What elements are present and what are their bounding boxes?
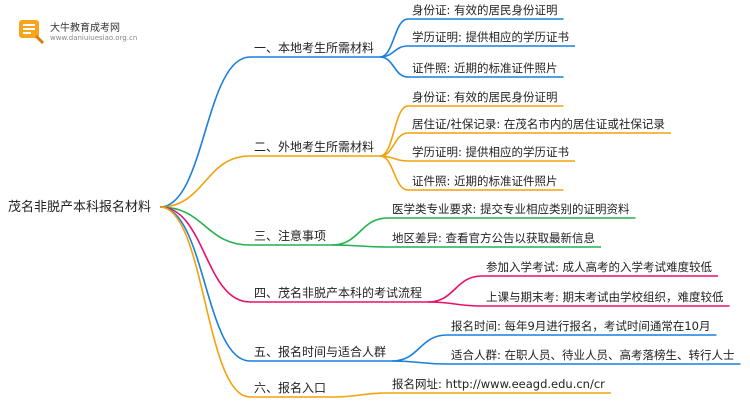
- leaf-connector: [332, 392, 389, 398]
- branch-connector: [159, 155, 251, 208]
- leaf-label: 上课与期末考: 期末考试由学校组织，难度较低: [486, 290, 724, 304]
- leaf-label: 地区差异: 查看官方公告以获取最新信息: [392, 231, 595, 245]
- leaf-connector: [332, 244, 389, 248]
- leaf-label: 身份证: 有效的居民身份证明: [412, 3, 558, 17]
- book-icon: [19, 20, 45, 45]
- leaf-connector: [428, 275, 483, 303]
- leaf-label: 身份证: 有效的居民身份证明: [412, 90, 558, 104]
- brand-logo: 大牛教育成考网 www.daniuiuesiao.org.cn: [16, 16, 206, 46]
- branch-connector: [159, 206, 251, 362]
- leaf-label: 参加入学考试: 成人高考的入学考试难度较低: [486, 260, 713, 274]
- leaf-connector: [379, 132, 409, 157]
- branch-label: 四、茂名非脱产本科的考试流程: [254, 285, 422, 300]
- leaf-connector: [428, 301, 483, 307]
- leaf-label: 报名网址: http://www.eeagd.edu.cn/cr: [392, 377, 605, 391]
- branch-connector: [159, 56, 251, 208]
- brand-url: www.daniuiuesiao.org.cn: [50, 34, 138, 42]
- leaf-label: 适合人群: 在职人员、待业人员、高考落榜生、转行人士: [451, 348, 735, 362]
- leaf-label: 学历证明: 提供相应的学历证书: [412, 30, 569, 44]
- leaf-connector: [392, 334, 448, 362]
- leaf-label: 证件照: 近期的标准证件照片: [412, 174, 558, 188]
- branch-label: 三、注意事项: [254, 228, 326, 243]
- branch-connector: [159, 206, 251, 246]
- leaf-connector: [392, 360, 448, 365]
- leaf-label: 学历证明: 提供相应的学历证书: [412, 145, 569, 159]
- root-node: 茂名非脱产本科报名材料: [8, 199, 151, 215]
- branch-label: 五、报名时间与适合人群: [254, 344, 386, 359]
- leaf-label: 证件照: 近期的标准证件照片: [412, 61, 558, 75]
- branch-label: 六、报名入口: [254, 380, 326, 395]
- brand-name: 大牛教育成考网: [50, 23, 120, 34]
- leaf-connector: [379, 105, 409, 157]
- leaf-connector: [332, 217, 389, 246]
- branch-connector: [159, 206, 251, 398]
- branch-label: 二、外地考生所需材料: [254, 140, 374, 154]
- leaf-connector: [379, 56, 409, 78]
- leaf-label: 报名时间: 每年9月进行报名，考试时间通常在10月: [451, 319, 710, 333]
- branch-label: 一、本地考生所需材料: [254, 41, 374, 55]
- leaf-label: 居住证/社保记录: 在茂名市内的居住证或社保记录: [412, 117, 665, 131]
- leaf-connector: [379, 155, 409, 191]
- leaf-label: 医学类专业要求: 提交专业相应类别的证明资料: [392, 202, 630, 216]
- branch-connector: [159, 206, 251, 303]
